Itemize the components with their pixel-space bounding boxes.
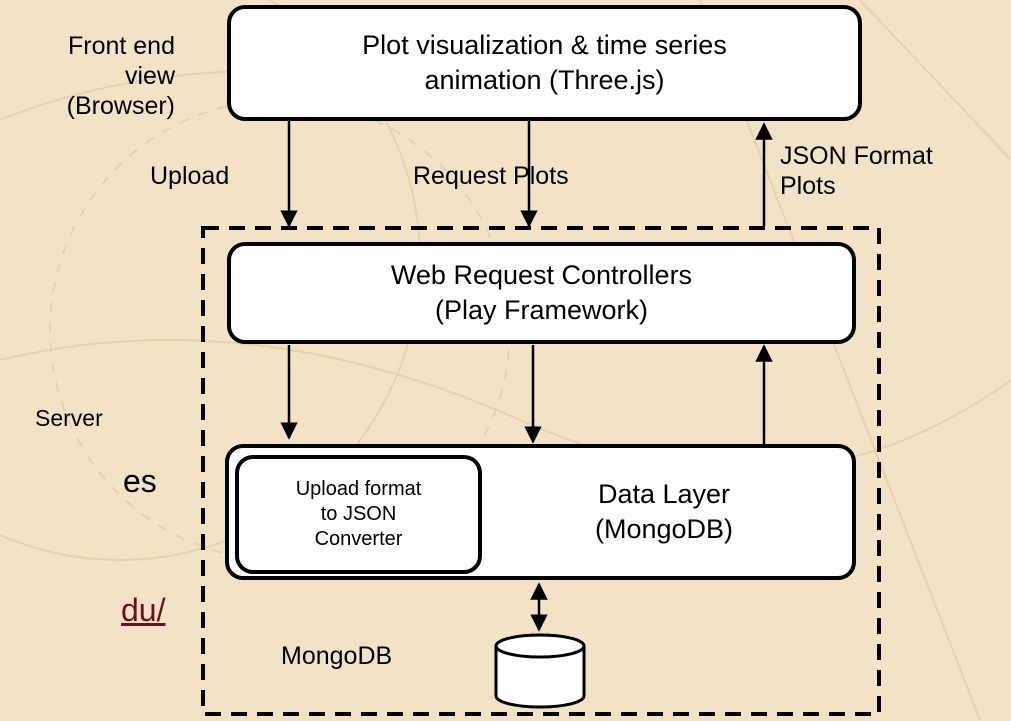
partial-text-fragment: es	[123, 463, 157, 499]
data-layer-label: Data Layer (MongoDB)	[594, 478, 734, 544]
mongodb-label: MongoDB	[281, 642, 393, 670]
plot-visualization-box: Plot visualization & time series animati…	[227, 5, 862, 121]
web-request-controllers-box: Web Request Controllers (Play Framework)	[227, 242, 856, 344]
front-end-view-label: Front end view (Browser)	[66, 32, 175, 120]
server-label: Server	[35, 405, 103, 431]
partial-link-fragment[interactable]: du/	[121, 592, 166, 628]
json-format-plots-label: JSON Format Plots	[780, 142, 933, 200]
upload-converter-box: Upload format to JSON Converter	[235, 455, 482, 574]
request-plots-label: Request Plots	[413, 162, 569, 190]
data-layer-box: Upload format to JSON Converter Data Lay…	[225, 444, 856, 580]
upload-label: Upload	[150, 162, 230, 190]
